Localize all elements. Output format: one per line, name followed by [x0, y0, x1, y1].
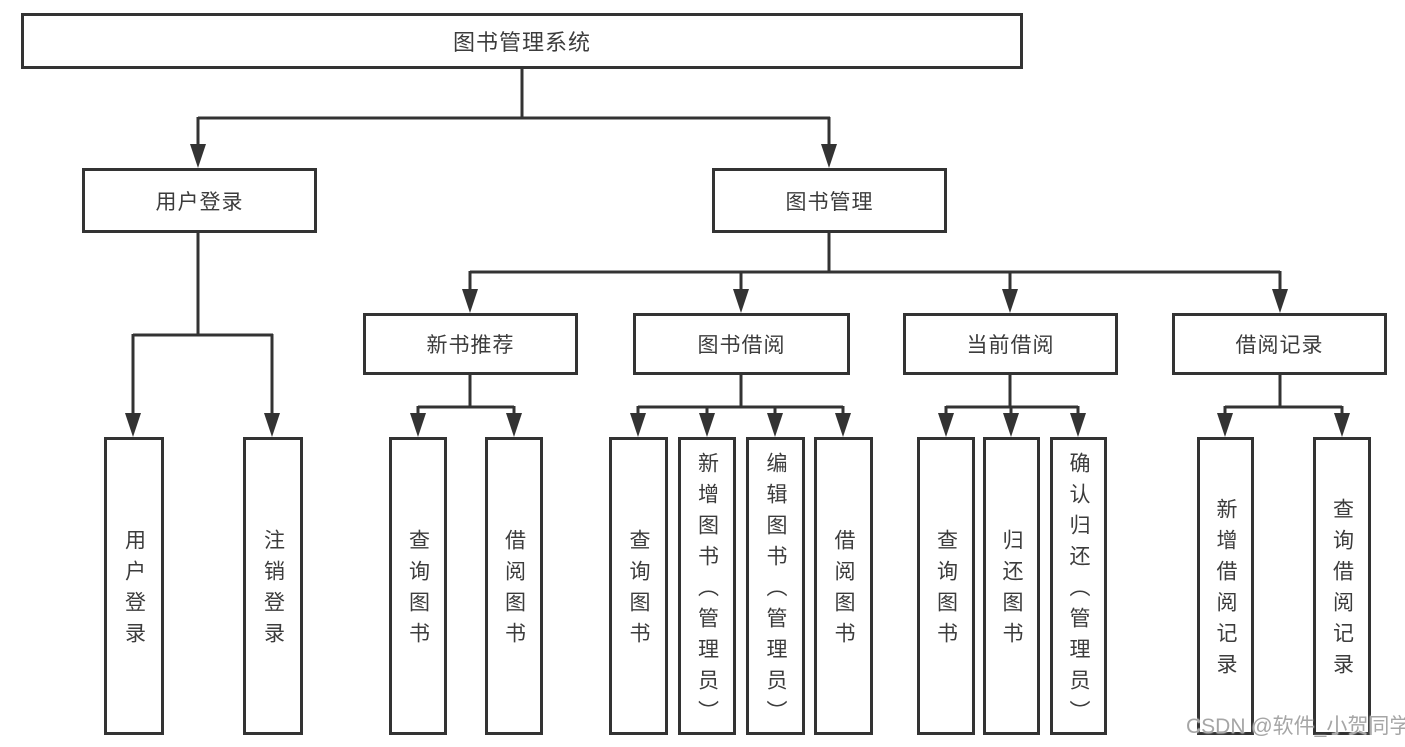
leaf-bb-borrow-books-label: 借阅图书 [832, 529, 855, 653]
node-current-borrow-label: 当前借阅 [966, 334, 1055, 357]
node-book-borrow: 图书借阅 [633, 313, 850, 375]
node-current-borrow: 当前借阅 [903, 313, 1118, 375]
node-new-book-recommend-label: 新书推荐 [426, 334, 515, 357]
leaf-bb-query-books: 查询图书 [609, 437, 668, 735]
leaf-nb-query-books-label: 查询图书 [406, 529, 430, 653]
leaf-bb-borrow-books: 借阅图书 [814, 437, 873, 735]
leaf-nb-borrow-books: 借阅图书 [485, 437, 543, 735]
leaf-user-login: 用户登录 [104, 437, 164, 735]
leaf-user-login-label: 用户登录 [122, 529, 146, 653]
node-book-management: 图书管理 [712, 168, 947, 233]
node-borrow-record-label: 借阅记录 [1235, 334, 1324, 357]
leaf-br-add-record: 新增借阅记录 [1197, 437, 1254, 735]
leaf-br-add-record-label: 新增借阅记录 [1214, 498, 1237, 684]
node-new-book-recommend: 新书推荐 [363, 313, 578, 375]
leaf-br-query-record: 查询借阅记录 [1313, 437, 1371, 735]
node-borrow-record: 借阅记录 [1172, 313, 1387, 375]
leaf-bb-add-books-admin-label: 新增图书（管理员） [695, 451, 719, 731]
leaf-cb-query-books-label: 查询图书 [934, 529, 958, 653]
node-root: 图书管理系统 [21, 13, 1023, 69]
leaf-bb-add-books-admin: 新增图书（管理员） [678, 437, 736, 735]
node-book-borrow-label: 图书借阅 [697, 334, 786, 357]
node-book-management-label: 图书管理 [785, 190, 874, 214]
csdn-watermark: CSDN @软件_小贺同学 [1186, 715, 1405, 738]
leaf-nb-query-books: 查询图书 [389, 437, 447, 735]
leaf-cb-confirm-return-admin-label: 确认归还（管理员） [1067, 451, 1090, 731]
leaf-bb-edit-books-admin-label: 编辑图书（管理员） [764, 451, 787, 731]
leaf-bb-edit-books-admin: 编辑图书（管理员） [746, 437, 805, 735]
leaf-bb-query-books-label: 查询图书 [627, 529, 650, 653]
node-user-login: 用户登录 [82, 168, 317, 233]
leaf-cb-query-books: 查询图书 [917, 437, 975, 735]
node-root-label: 图书管理系统 [452, 30, 591, 55]
leaf-logout: 注销登录 [243, 437, 303, 735]
leaf-cb-return-books: 归还图书 [983, 437, 1040, 735]
leaf-cb-return-books-label: 归还图书 [1000, 529, 1023, 653]
leaf-logout-label: 注销登录 [261, 529, 285, 653]
leaf-cb-confirm-return-admin: 确认归还（管理员） [1050, 437, 1107, 735]
leaf-nb-borrow-books-label: 借阅图书 [502, 529, 526, 653]
leaf-br-query-record-label: 查询借阅记录 [1330, 498, 1354, 684]
node-user-login-label: 用户登录 [155, 190, 244, 214]
